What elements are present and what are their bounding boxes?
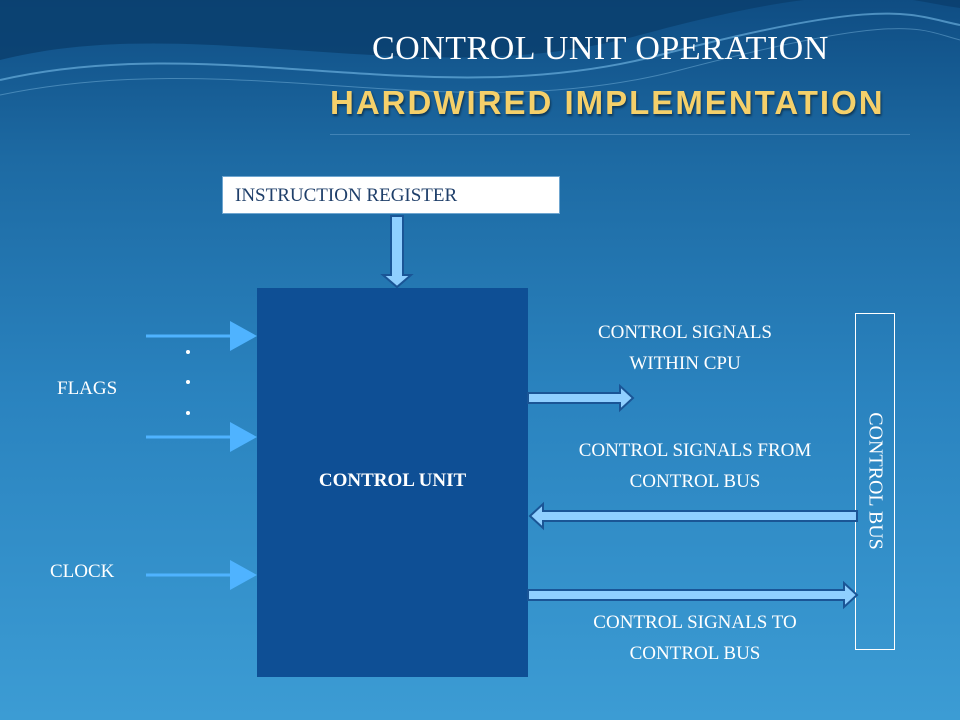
slide-subtitle: HARDWIRED IMPLEMENTATION (330, 84, 885, 121)
flag-dot-1 (186, 350, 190, 354)
within-cpu-label-line2: WITHIN CPU (629, 353, 741, 374)
instruction-register-box: INSTRUCTION REGISTER (222, 176, 560, 214)
to-bus-label-line2: CONTROL BUS (629, 643, 761, 664)
title-divider (330, 134, 910, 135)
within-cpu-label-line1: CONTROL SIGNALS (598, 322, 772, 343)
header-wave-decoration (0, 0, 960, 96)
clock-label: CLOCK (50, 561, 115, 582)
from-bus-label-line1: CONTROL SIGNALS FROM (578, 440, 812, 461)
flag-dot-3 (186, 411, 190, 415)
from-bus-label: CONTROL SIGNALS FROM CONTROL BUS (540, 435, 850, 497)
flag-dot-2 (186, 380, 190, 384)
within-cpu-label: CONTROL SIGNALS WITHIN CPU (560, 317, 810, 379)
control-unit-box: CONTROL UNIT (257, 288, 528, 677)
from-bus-arrow (528, 501, 858, 531)
slide-title: CONTROL UNIT OPERATION (372, 30, 829, 67)
control-bus-box (855, 313, 895, 650)
to-bus-label: CONTROL SIGNALS TO CONTROL BUS (545, 607, 845, 669)
flags-label: FLAGS (57, 378, 118, 399)
control-unit-label: CONTROL UNIT (318, 470, 467, 491)
to-bus-arrow (527, 580, 859, 610)
to-bus-label-line1: CONTROL SIGNALS TO (593, 612, 797, 633)
ir-to-cu-arrow (380, 215, 414, 289)
from-bus-label-line2: CONTROL BUS (629, 471, 761, 492)
within-cpu-arrow (527, 383, 635, 413)
